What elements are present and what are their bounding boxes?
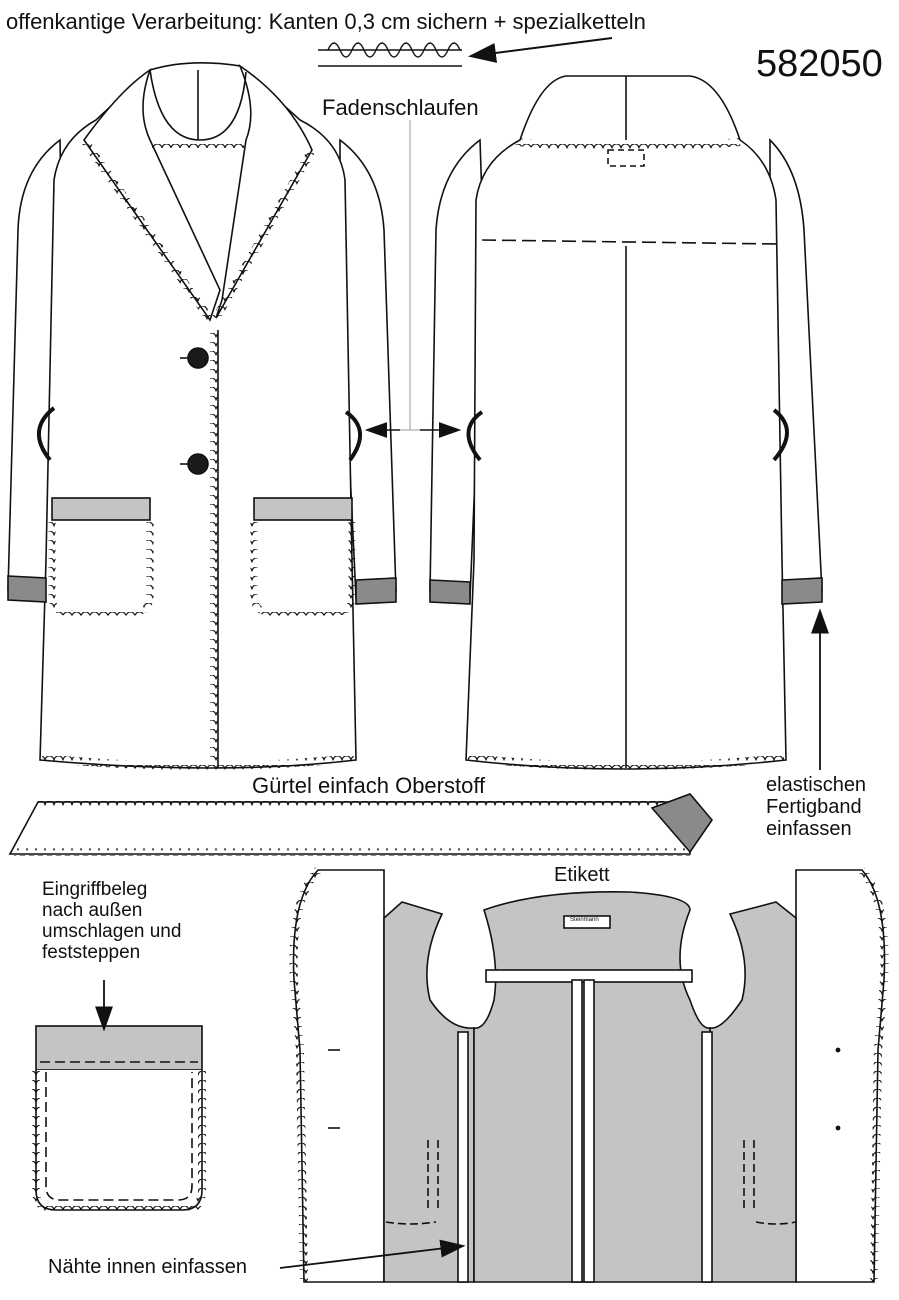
finishing-note: offenkantige Verarbeitung: Kanten 0,3 cm…	[6, 9, 646, 34]
thread-loops-label: Fadenschlaufen	[322, 95, 479, 120]
overlock-symbol	[318, 42, 462, 67]
coat-front-view	[7, 62, 397, 770]
belt-label: Gürtel einfach Oberstoff	[252, 773, 486, 798]
belt-drawing	[8, 793, 714, 856]
pocket-facing-label: Eingriffbeleg nach außen umschlagen und …	[42, 879, 182, 963]
button-bottom	[187, 453, 209, 475]
elastic-band-label: elastischen Fertigband einfassen	[766, 774, 867, 840]
label-tag-label: Etikett	[554, 864, 610, 886]
coat-back-view	[429, 75, 823, 770]
article-number: 582050	[756, 43, 883, 85]
coat-inside-view	[289, 867, 889, 1286]
overlock-arrow	[468, 37, 613, 63]
brand-label-box	[563, 915, 611, 929]
inner-seams-label: Nähte innen einfassen	[48, 1256, 248, 1278]
brand-tag-text: Steinmann	[570, 917, 599, 923]
pocket-detail	[32, 1025, 206, 1214]
button-top	[187, 347, 209, 369]
inner-seams-arrow	[279, 1239, 466, 1269]
